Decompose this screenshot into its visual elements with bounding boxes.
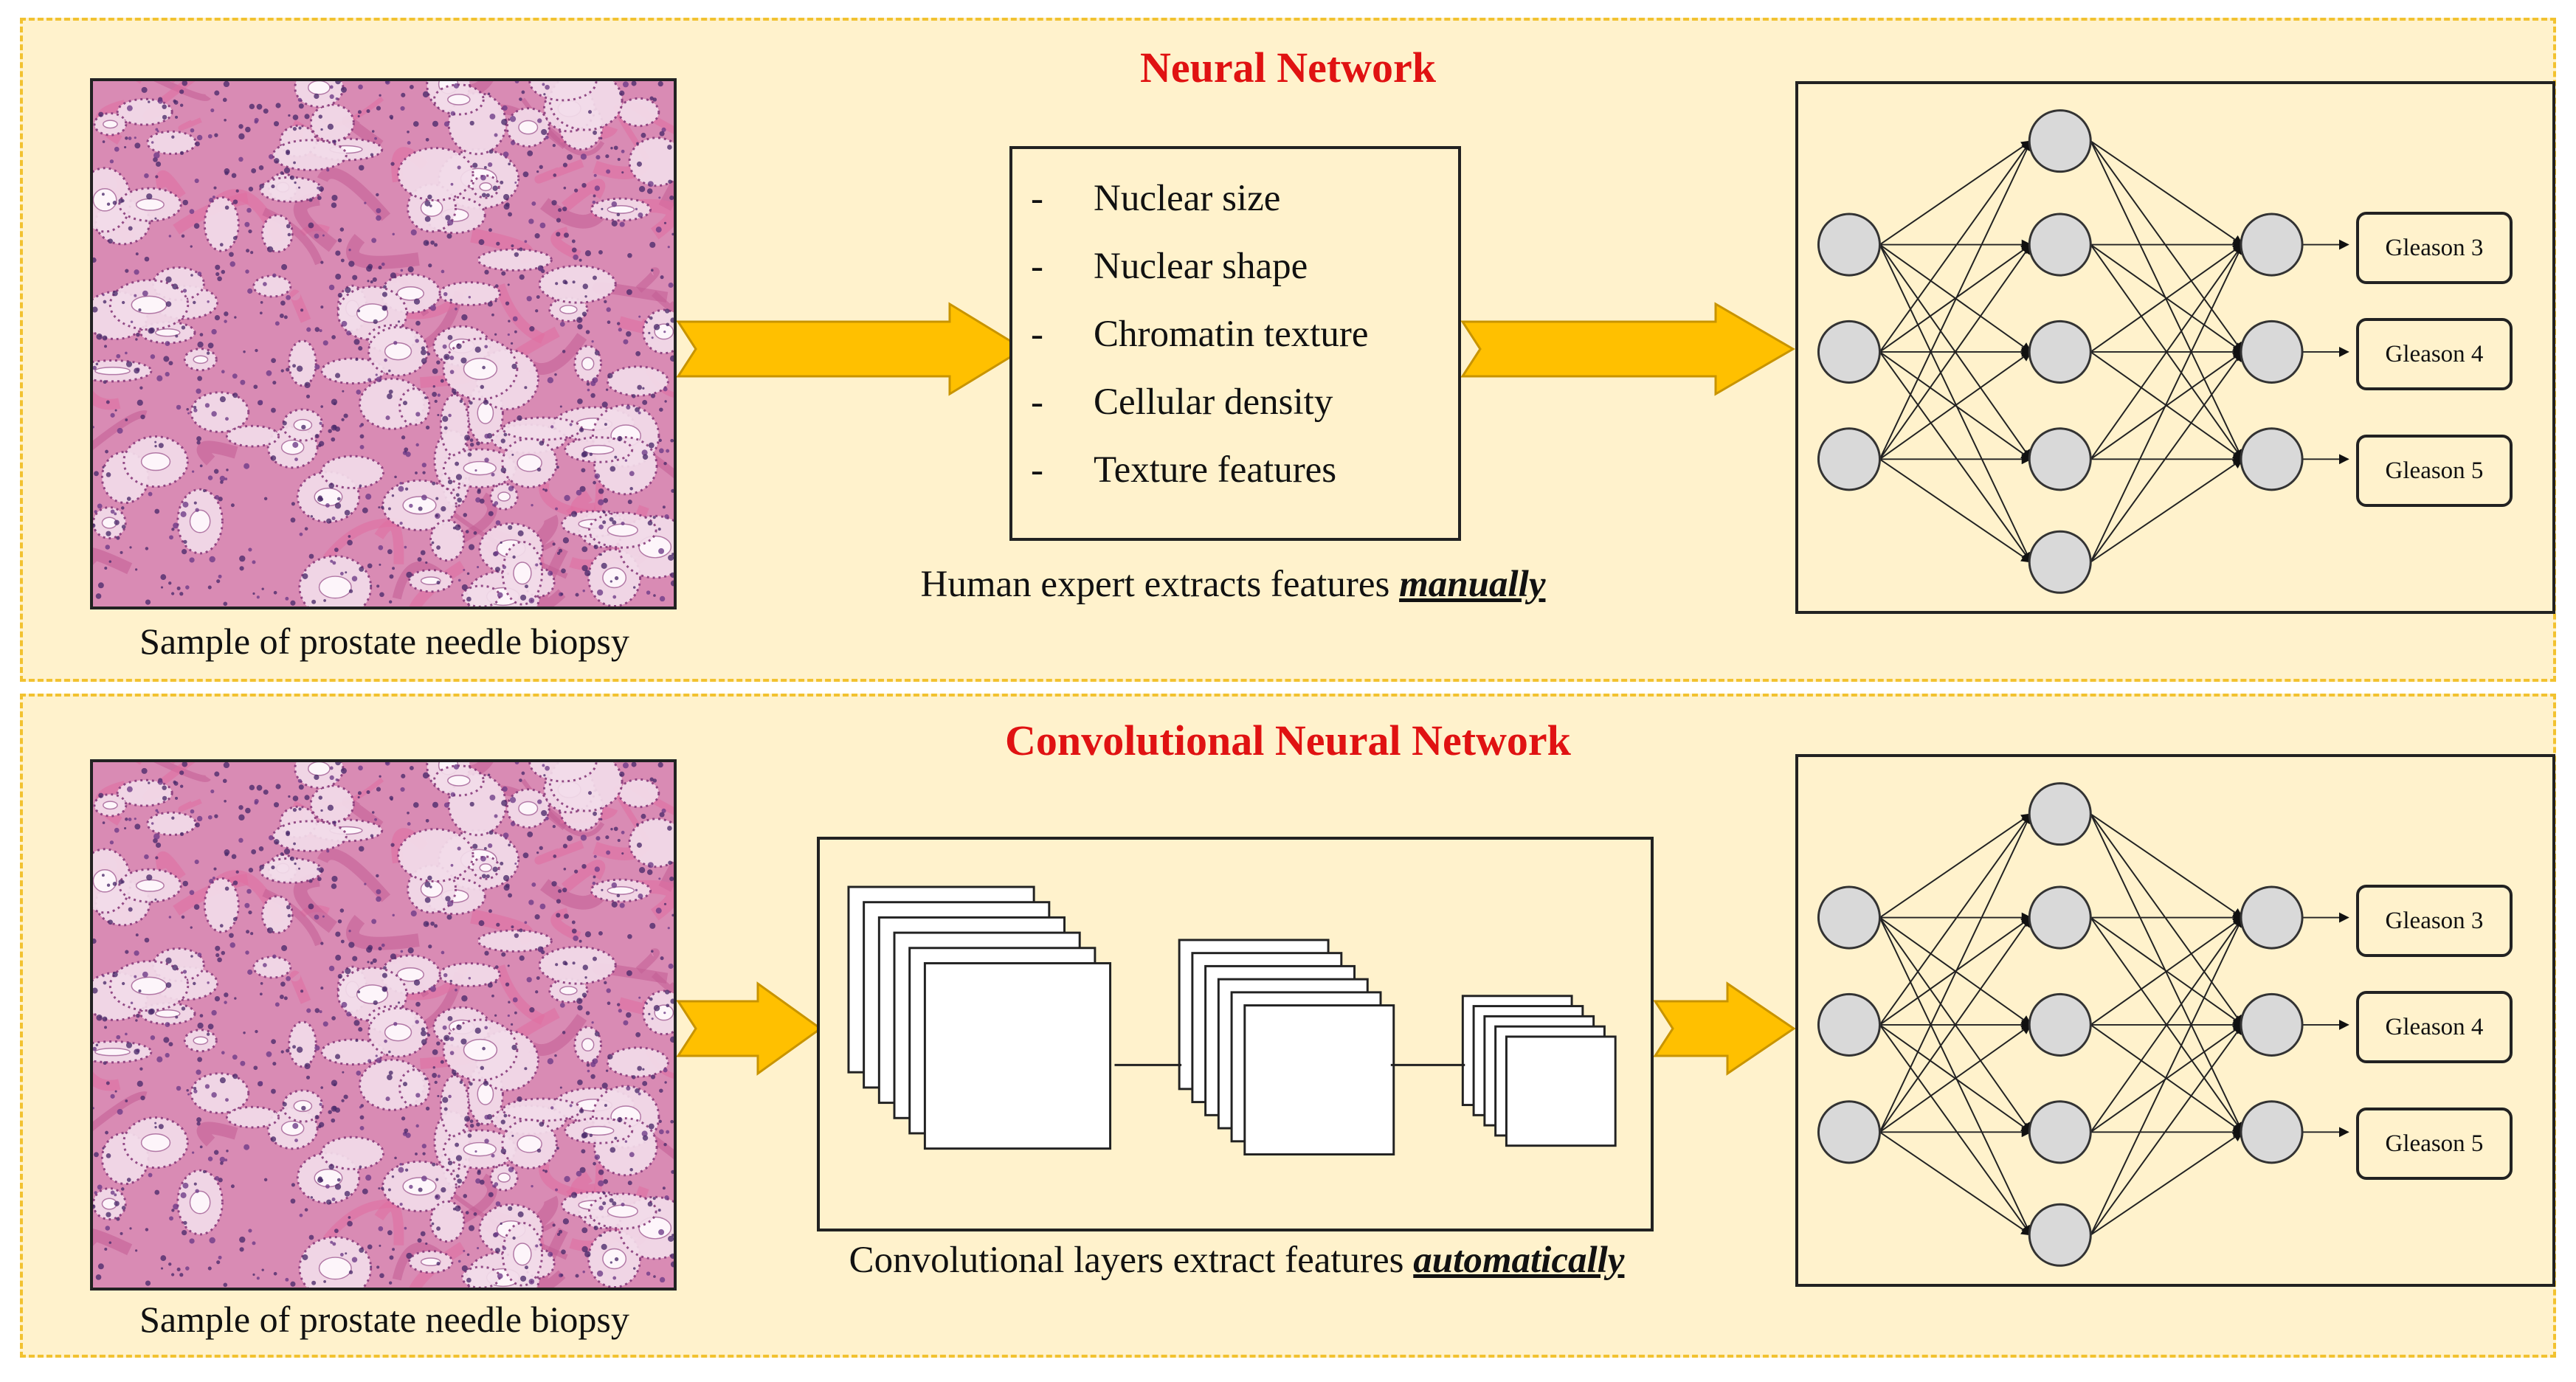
feature-list-box: -Nuclear size -Nuclear shape -Chromatin … [1009, 146, 1461, 541]
connection-edge [1879, 243, 2032, 353]
network-node [2240, 319, 2304, 384]
cnn-panel: Convolutional Neural Network Sample of p… [20, 694, 2556, 1358]
network-node [2028, 109, 2092, 173]
connection-edge [2090, 140, 2243, 353]
feature-extraction-note: Human expert extracts features manually [920, 564, 1546, 605]
connection-edge [2090, 140, 2244, 246]
network-node [2240, 885, 2304, 950]
connection-edge [1879, 916, 2032, 1026]
connection-edge [2090, 1023, 2243, 1236]
network-node [2028, 1100, 2092, 1164]
network-node [1817, 1100, 1881, 1164]
feature-map [923, 961, 1112, 1150]
biopsy-image [90, 759, 677, 1291]
network-node [2028, 213, 2092, 277]
connection-edge [2090, 458, 2244, 563]
network-node [2028, 782, 2092, 846]
arrow-right-icon [1654, 981, 1796, 1076]
connection-edge [2090, 813, 2244, 919]
connection-edge [1879, 140, 2032, 246]
emphasis-automatically: automatically [1413, 1240, 1625, 1281]
panel-title: Neural Network [1139, 44, 1437, 91]
network-node [2028, 319, 2092, 384]
output-label: Gleason 5 [2356, 435, 2513, 507]
connection-edge [2090, 916, 2243, 1236]
output-label: Gleason 3 [2356, 885, 2513, 957]
connection-edge [2090, 1024, 2244, 1133]
connection-edge [2090, 813, 2243, 1026]
arrow-right-icon [677, 981, 823, 1076]
network-node [1817, 885, 1881, 950]
connection-edge [1879, 351, 2032, 563]
biopsy-caption: Sample of prostate needle biopsy [139, 621, 629, 662]
connection-edge [1879, 1024, 2032, 1133]
connection-edge [1879, 812, 2032, 1133]
output-label: Gleason 5 [2356, 1108, 2513, 1180]
connection-edge [1879, 139, 2032, 460]
emphasis-manually: manually [1399, 564, 1546, 605]
network-node [1817, 319, 1881, 384]
network-node [1817, 213, 1881, 277]
network-node [2028, 992, 2092, 1057]
network-diagram-box: Gleason 3 Gleason 4 Gleason 5 [1795, 81, 2555, 614]
neural-network-panel: Neural Network Sample of prostate needle… [20, 18, 2556, 682]
connection-edge [1879, 813, 2032, 919]
panel-title: Convolutional Neural Network [1005, 716, 1571, 764]
conv-feature-maps [847, 885, 1617, 1156]
connection-edge [1879, 243, 2032, 460]
connection-edge [2090, 1131, 2244, 1236]
connection-edge [2090, 916, 2243, 1133]
network-node [1817, 992, 1881, 1057]
connection-edge [1879, 813, 2032, 1026]
network-node [2028, 427, 2092, 491]
feature-extraction-note: Convolutional layers extract features au… [849, 1240, 1625, 1281]
connection-edge [1879, 917, 2032, 1236]
neural-network-graph [1817, 782, 2349, 1267]
connection-edge [1879, 351, 2032, 460]
biopsy-caption: Sample of prostate needle biopsy [139, 1299, 629, 1340]
connection-edge [1879, 916, 2032, 1133]
connection-edge [2090, 813, 2243, 1133]
network-node [2240, 1100, 2304, 1164]
conv-layers-box [817, 837, 1654, 1231]
connection-edge [2090, 243, 2243, 563]
network-diagram-box: Gleason 3 Gleason 4 Gleason 5 [1795, 754, 2555, 1287]
feature-map [1505, 1035, 1617, 1147]
network-node [2028, 1203, 2092, 1267]
connection-edge [1879, 1024, 2032, 1236]
connection-edge [1879, 1131, 2032, 1236]
biopsy-image [90, 78, 677, 609]
arrow-right-icon [677, 302, 1026, 396]
connection-edge [2090, 243, 2243, 460]
network-node [2240, 427, 2304, 491]
connection-edge [1879, 140, 2032, 353]
neural-network-graph [1817, 109, 2349, 594]
network-node [2240, 992, 2304, 1057]
arrow-right-icon [1461, 302, 1795, 396]
network-node [1817, 427, 1881, 491]
output-label: Gleason 3 [2356, 212, 2513, 284]
output-label: Gleason 4 [2356, 991, 2513, 1063]
network-node [2028, 530, 2092, 594]
connection-edge [2090, 140, 2243, 460]
output-label: Gleason 4 [2356, 318, 2513, 390]
connection-edge [1879, 458, 2032, 563]
feature-map [1243, 1004, 1395, 1156]
network-node [2240, 213, 2304, 277]
connection-edge [2090, 351, 2244, 460]
connection-edge [1879, 244, 2032, 563]
connection-edge [2090, 243, 2244, 353]
network-node [2028, 885, 2092, 950]
connection-edge [2090, 916, 2244, 1026]
connection-edge [2090, 350, 2243, 563]
